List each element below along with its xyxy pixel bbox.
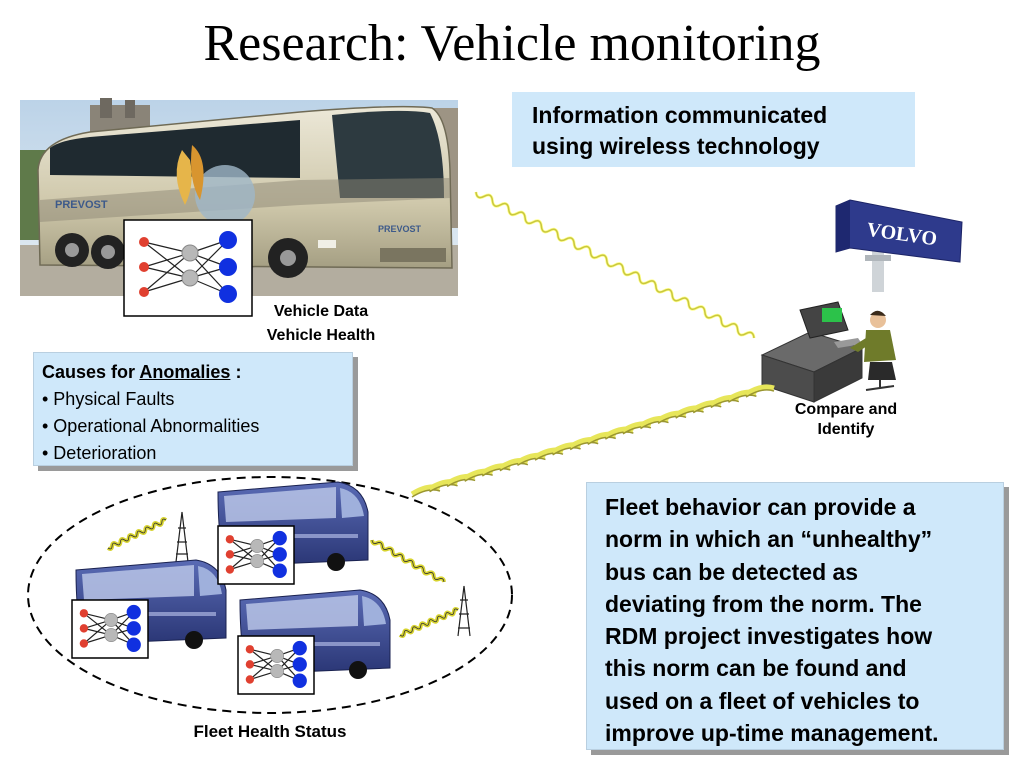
- causes-heading-suffix: :: [235, 362, 242, 382]
- wave-segment-shadow: [446, 478, 476, 488]
- cause-item: • Operational Abnormalities: [42, 416, 260, 436]
- wireless-info-box: Information communicated using wireless …: [512, 92, 915, 167]
- fleet-buses: [71, 481, 391, 695]
- wave-segment-shadow: [657, 415, 687, 424]
- fleet-text-line: bus can be detected as: [605, 558, 859, 585]
- wave-segment-shadow: [569, 441, 599, 451]
- wave-segment: [744, 384, 775, 397]
- fleet-text-line: deviating from the norm. The: [605, 590, 922, 617]
- anomaly-causes-box: Causes for Anomalies : • Physical Faults…: [33, 352, 353, 466]
- fleet-text-line: this norm can be found and: [605, 655, 907, 682]
- wave-segment-shadow: [499, 462, 529, 472]
- wave-segment-shadow: [622, 425, 652, 435]
- fleet-text-line: RDM project investigates how: [605, 623, 933, 650]
- bus-brand-front: PREVOST: [378, 224, 422, 234]
- neural-net-icon: [217, 525, 295, 585]
- wave-segment-shadow: [464, 473, 493, 482]
- fleet-wireless-coils: [106, 517, 460, 639]
- neural-net-icon: [71, 599, 149, 659]
- wave-segment-shadow: [517, 457, 546, 467]
- antenna-tower-left: [175, 511, 189, 563]
- compare-line2: Identify: [817, 421, 875, 438]
- fleet-ellipse: [27, 476, 513, 714]
- compare-identify-label: Compare and Identify: [770, 400, 922, 440]
- fleet-text-line: improve up-time management.: [605, 720, 939, 747]
- wireless-coil-outline: [399, 608, 459, 637]
- antenna-tower-right: [457, 585, 471, 637]
- wave-from-fleet: [410, 384, 775, 498]
- cause-item: • Physical Faults: [42, 389, 175, 409]
- compare-line1: Compare and: [794, 401, 898, 418]
- neural-net-icon-main: [123, 219, 253, 317]
- fleet-text-line: Fleet behavior can provide a: [605, 494, 916, 520]
- bus-brand-side: PREVOST: [55, 199, 108, 211]
- wireless-info-line2: using wireless technology: [532, 133, 820, 159]
- fleet-health-label: Fleet Health Status: [193, 722, 347, 741]
- bus-photo: PREVOST PREVOST: [20, 98, 458, 296]
- wave-segment-shadow: [552, 447, 581, 456]
- fleet-behavior-box: Fleet behavior can provide a norm in whi…: [586, 482, 1004, 750]
- wave-segment-shadow: [710, 399, 740, 409]
- anomalies-term: Anomalies: [139, 362, 231, 382]
- page-title: Research: Vehicle monitoring: [203, 15, 821, 72]
- wave-segment-shadow: [481, 468, 511, 477]
- causes-heading: Causes for Anomalies :: [42, 359, 352, 386]
- wireless-info-line1: Information communicated: [532, 102, 828, 128]
- wave-segment-shadow: [675, 410, 704, 419]
- wave-segment-shadow: [429, 483, 458, 493]
- fleet-text-line: used on a fleet of vehicles to: [605, 687, 920, 714]
- causes-heading-prefix: Causes for: [42, 362, 136, 382]
- vehicle-data-line1: Vehicle Data: [273, 303, 369, 320]
- volvo-sign: VOLVO: [835, 199, 963, 292]
- wave-segment-shadow: [692, 404, 722, 414]
- cause-item: • Deterioration: [42, 443, 157, 463]
- wave-segment-shadow: [728, 394, 757, 403]
- wave-segment-shadow: [604, 431, 634, 440]
- wave-segment-shadow: [745, 389, 775, 398]
- wave-segment-shadow: [534, 452, 564, 461]
- wave-segment-shadow: [587, 436, 617, 446]
- vehicle-data-label: Vehicle Data Vehicle Health: [246, 300, 396, 348]
- wave-segment-shadow: [640, 420, 669, 430]
- wave-segment-shadow: [411, 489, 441, 498]
- fleet-text-line: norm in which an “unhealthy”: [605, 526, 933, 553]
- neural-net-icon: [237, 635, 315, 695]
- wireless-coil-outline: [107, 518, 167, 550]
- vehicle-data-line2: Vehicle Health: [266, 327, 376, 344]
- operator-illustration: [760, 301, 896, 403]
- wireless-coil-outline: [371, 539, 445, 583]
